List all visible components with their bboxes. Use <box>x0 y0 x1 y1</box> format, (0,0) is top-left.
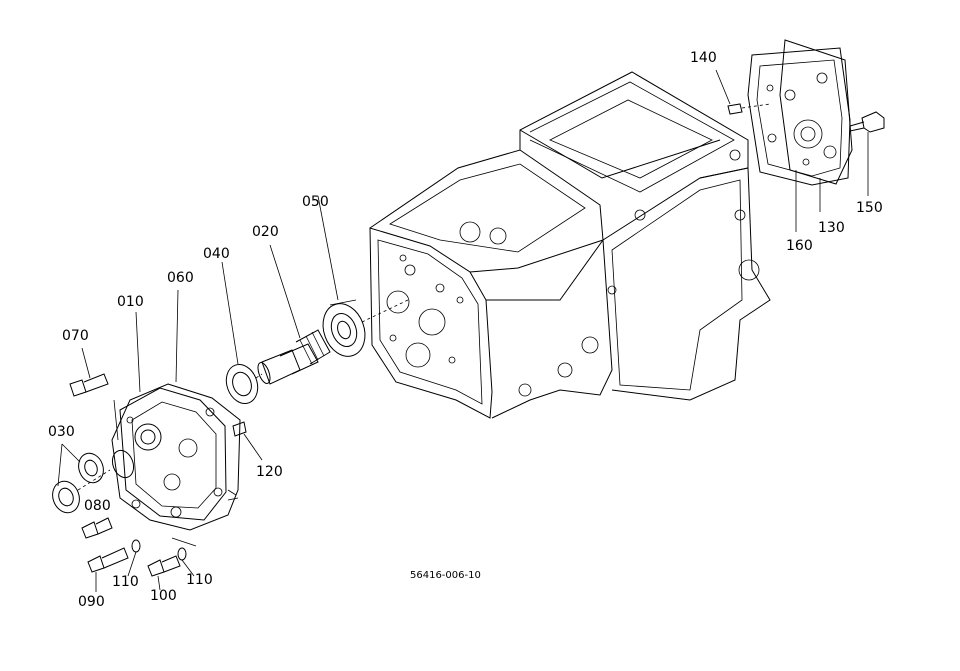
label-130: 130 <box>818 220 845 236</box>
washers-110 <box>127 537 197 577</box>
part-labels: 010 020 030 040 050 060 070 080 090 100 … <box>48 50 883 610</box>
rear-cover-assembly <box>747 39 853 232</box>
pump-housing-010 <box>111 289 241 531</box>
bearing-040 <box>221 261 263 404</box>
pin-140 <box>715 69 771 115</box>
label-040: 040 <box>203 246 230 262</box>
label-050: 050 <box>302 194 329 210</box>
pin-120 <box>232 421 263 461</box>
label-080: 080 <box>84 498 111 514</box>
transmission-case <box>369 71 771 419</box>
bolt-090 <box>87 547 129 592</box>
label-120: 120 <box>256 464 283 480</box>
label-150: 150 <box>856 200 883 216</box>
bearing-050 <box>317 195 409 357</box>
label-160: 160 <box>786 238 813 254</box>
bolt-150 <box>849 111 885 196</box>
label-100: 100 <box>150 588 177 604</box>
drawing-code: 56416-006-10 <box>410 570 481 581</box>
label-010: 010 <box>117 294 144 310</box>
label-110-a: 110 <box>112 574 139 590</box>
bolt-070 <box>69 347 109 397</box>
label-070: 070 <box>62 328 89 344</box>
label-110-b: 110 <box>186 572 213 588</box>
bolt-080 <box>81 517 113 539</box>
label-020: 020 <box>252 224 279 240</box>
label-030: 030 <box>48 424 75 440</box>
label-060: 060 <box>167 270 194 286</box>
label-090: 090 <box>78 594 105 610</box>
label-140: 140 <box>690 50 717 66</box>
shaft-gear-020 <box>257 244 331 385</box>
oil-seals-030 <box>52 443 111 514</box>
bolt-100 <box>147 555 181 591</box>
